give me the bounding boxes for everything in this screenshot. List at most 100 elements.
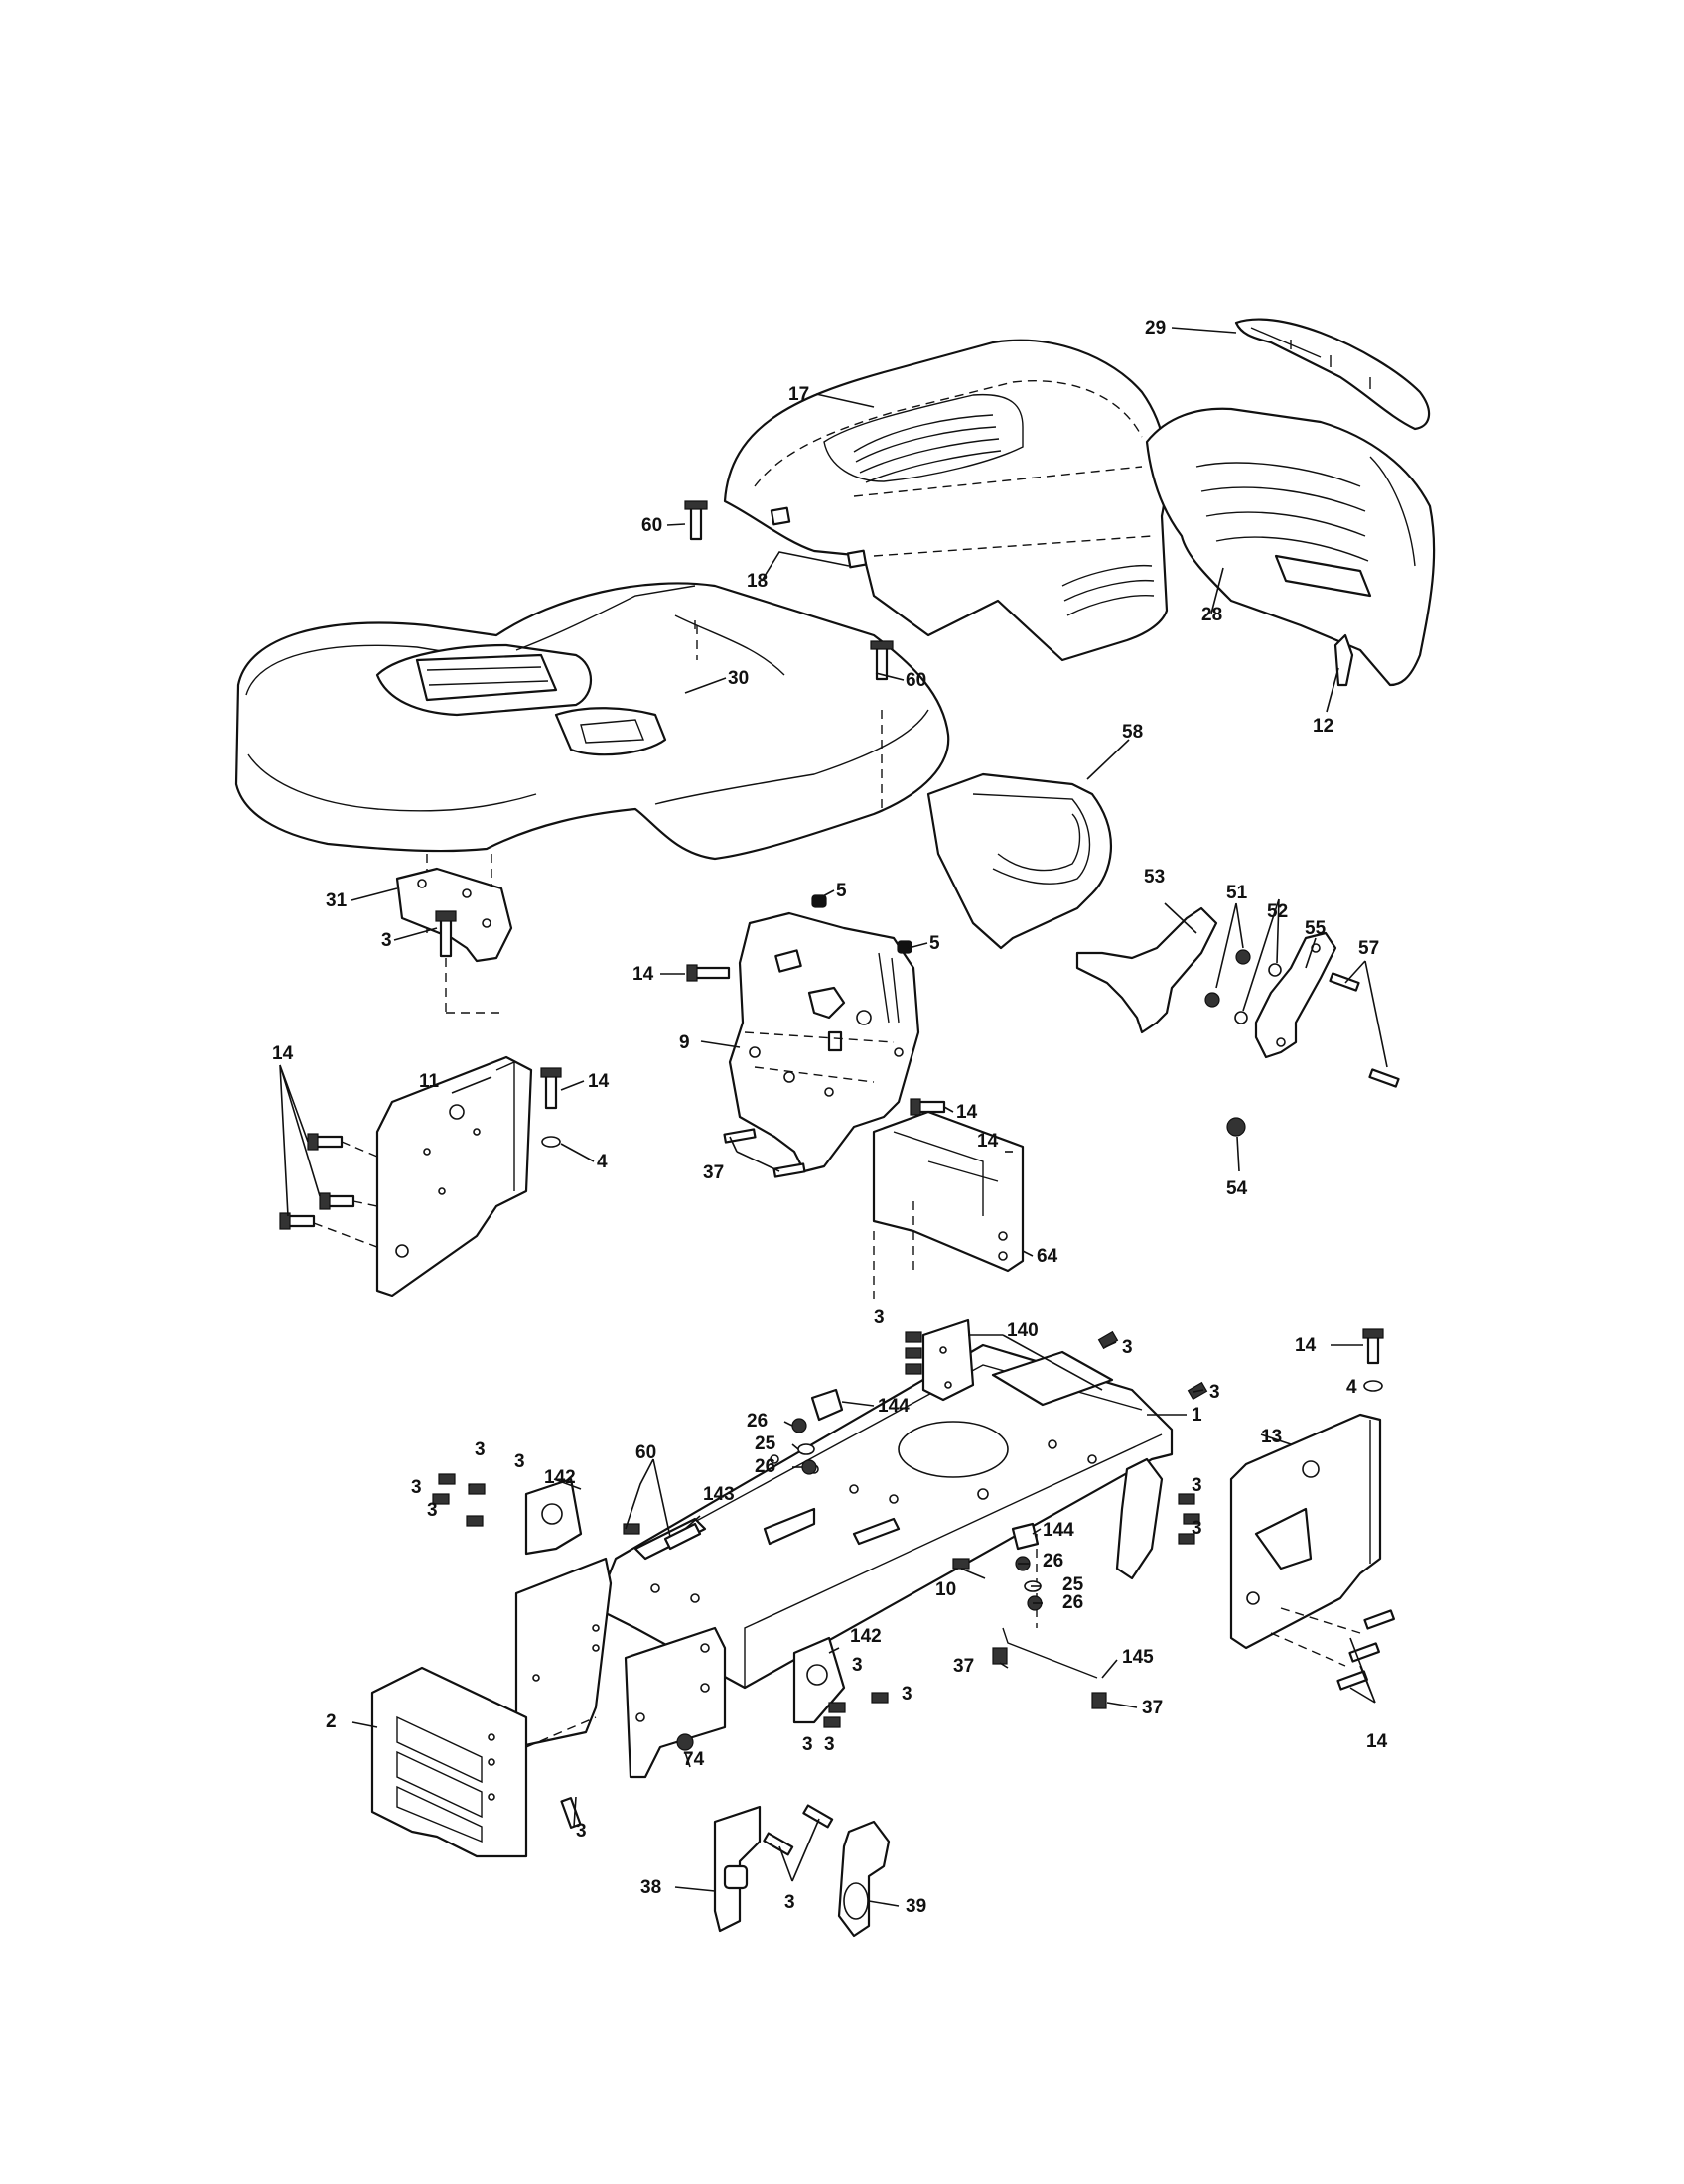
bolt-60b	[870, 640, 894, 681]
callout-3n: 3	[802, 1734, 813, 1755]
front-panel-2	[370, 1666, 528, 1858]
callout-3a: 3	[381, 930, 392, 951]
callout-60c: 60	[635, 1442, 656, 1463]
bracket-38	[713, 1805, 762, 1933]
bolt-14c	[540, 1067, 562, 1110]
callout-142b: 142	[850, 1626, 882, 1647]
grille-top-part	[1234, 318, 1431, 431]
callout-14f: 14	[1295, 1335, 1317, 1356]
side-panel-11	[375, 1055, 533, 1297]
bolt-14a	[686, 964, 731, 982]
hardware-51-52	[1204, 949, 1282, 1024]
callout-3h: 3	[427, 1500, 438, 1521]
callout-26d: 26	[1062, 1592, 1083, 1613]
callout-3b: 3	[874, 1307, 885, 1328]
callout-3k: 3	[852, 1655, 863, 1676]
callout-4b: 4	[1346, 1377, 1357, 1398]
fender-part	[234, 582, 950, 933]
callout-39: 39	[906, 1896, 926, 1917]
callout-25a: 25	[755, 1433, 776, 1454]
callout-5a: 5	[836, 881, 847, 901]
callouts: 17 29 60 18 28 60 30 12 58 31 5 3 5 53 5…	[272, 318, 1388, 1917]
callout-26c: 26	[1043, 1551, 1063, 1571]
callout-28: 28	[1201, 605, 1222, 625]
callout-9: 9	[679, 1032, 690, 1053]
callout-60b: 60	[906, 670, 926, 691]
bracket-140	[921, 1318, 975, 1402]
callout-38: 38	[640, 1877, 661, 1898]
callout-3d: 3	[1209, 1382, 1220, 1403]
callout-12: 12	[1313, 716, 1333, 737]
callout-14c: 14	[588, 1071, 610, 1092]
callout-17: 17	[788, 384, 809, 405]
callout-3g: 3	[411, 1477, 422, 1498]
callout-14e: 14	[977, 1131, 999, 1152]
callout-55: 55	[1305, 918, 1327, 939]
callout-54: 54	[1226, 1178, 1248, 1199]
callout-57: 57	[1358, 938, 1379, 959]
washer-4b	[1363, 1380, 1383, 1392]
callout-5b: 5	[929, 933, 940, 954]
callout-3o: 3	[824, 1734, 835, 1755]
callout-26b: 26	[755, 1456, 775, 1477]
callout-52: 52	[1267, 901, 1288, 922]
hood-bracket-part	[1333, 633, 1354, 687]
callout-4a: 4	[597, 1152, 608, 1172]
callout-3i: 3	[1192, 1475, 1202, 1496]
callout-142a: 142	[544, 1467, 576, 1488]
bolts-37bc	[992, 1647, 1107, 1709]
bolt-60a	[684, 500, 708, 541]
callout-64: 64	[1037, 1246, 1058, 1267]
callout-11: 11	[419, 1071, 440, 1092]
nut-54	[1226, 1117, 1246, 1137]
callout-29: 29	[1145, 318, 1166, 339]
callout-58: 58	[1122, 722, 1143, 743]
bolt-14f	[1362, 1328, 1384, 1365]
callout-51: 51	[1226, 883, 1248, 903]
washer-4a	[541, 1136, 561, 1148]
bolts-37a	[723, 1128, 806, 1178]
callout-1: 1	[1192, 1405, 1202, 1426]
grille-part	[1145, 407, 1436, 687]
bracket-39	[837, 1820, 891, 1938]
callout-14b: 14	[272, 1043, 294, 1064]
nut-74	[676, 1733, 694, 1751]
frame-side-plate-left	[514, 1557, 613, 1749]
side-panel-13	[1229, 1413, 1382, 1650]
callout-3j: 3	[1192, 1518, 1202, 1539]
callout-25b: 25	[1062, 1574, 1084, 1595]
callout-37c: 37	[1142, 1698, 1163, 1718]
callout-30: 30	[728, 668, 749, 689]
bracket-55	[1254, 931, 1337, 1059]
callout-143: 143	[703, 1484, 735, 1505]
leader-lines	[279, 327, 1388, 1907]
bolts-3-group	[432, 1330, 1208, 1728]
frame-side-plate-rear	[624, 1626, 727, 1779]
callout-3c: 3	[1122, 1337, 1133, 1358]
shield-58	[926, 772, 1113, 950]
bolt-10	[952, 1558, 970, 1570]
callout-31: 31	[326, 890, 348, 911]
rod-145	[1002, 1627, 1098, 1679]
bracket-64	[872, 1110, 1025, 1300]
callout-14g: 14	[1366, 1731, 1388, 1752]
bolts-14b	[279, 1133, 355, 1230]
bracket-142a	[524, 1477, 583, 1556]
callout-14a: 14	[632, 964, 654, 985]
callout-2: 2	[326, 1711, 337, 1732]
callout-18: 18	[747, 571, 768, 592]
bracket-144a	[810, 1388, 844, 1422]
callout-144b: 144	[1043, 1520, 1074, 1541]
hood-part	[723, 339, 1169, 662]
callout-74: 74	[683, 1749, 705, 1770]
frame-front-bracket	[1115, 1457, 1164, 1580]
bracket-53	[1075, 906, 1218, 1034]
callout-60a: 60	[641, 515, 662, 536]
callout-13: 13	[1261, 1427, 1282, 1447]
callout-26a: 26	[747, 1411, 768, 1432]
callout-3f: 3	[514, 1451, 525, 1472]
callout-3l: 3	[902, 1684, 912, 1705]
bolt-3a	[435, 910, 457, 958]
callout-37b: 37	[953, 1656, 974, 1677]
